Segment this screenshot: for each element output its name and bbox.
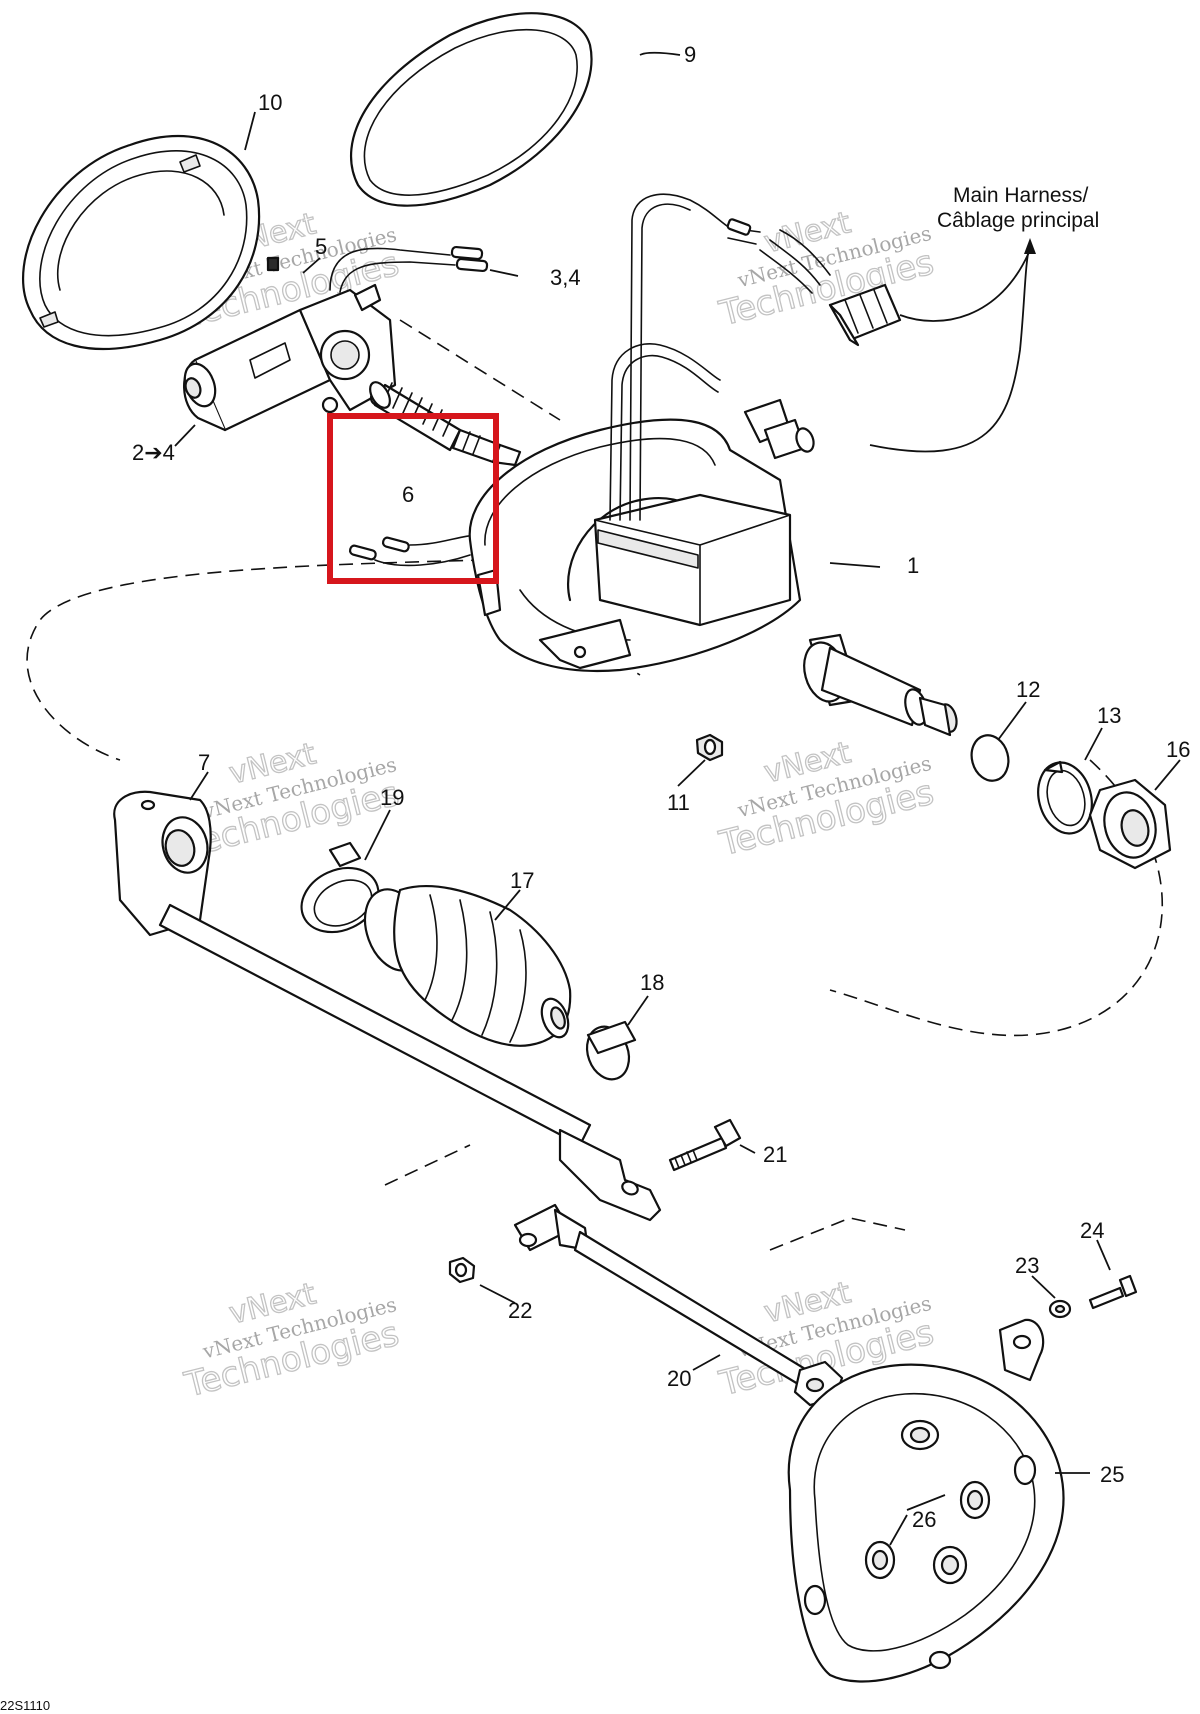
callout-10: 10 <box>258 90 282 115</box>
callout-6: 6 <box>402 482 414 507</box>
callout-1: 1 <box>907 553 919 578</box>
leader-lines <box>174 51 1181 1546</box>
assembly-loop-outline <box>26 559 1163 1037</box>
callout-12: 12 <box>1016 677 1040 702</box>
harness-leader <box>869 238 1036 453</box>
callout-22: 22 <box>508 1298 532 1323</box>
assembly-line-rod-to-bracket <box>769 1217 906 1251</box>
callout-5: 5 <box>315 234 327 259</box>
harness-note-line2: Câblage principal <box>937 209 1099 232</box>
callout-26: 26 <box>912 1507 936 1532</box>
part-13-retaining-ring <box>1037 760 1093 835</box>
harness-note-line1: Main Harness/ <box>953 184 1089 207</box>
callout-18: 18 <box>640 970 664 995</box>
part-11-nut <box>695 733 724 762</box>
part-21-bolt <box>668 1118 742 1172</box>
assembly-line-motor-to-housing <box>399 319 561 421</box>
part-19-clamp <box>300 841 380 934</box>
callout-11: 11 <box>667 790 690 815</box>
part-6-highlight-box <box>327 413 499 584</box>
callout-2-4: 2➔4 <box>132 440 175 465</box>
motor-wires <box>266 245 489 293</box>
part-12-o-ring <box>970 734 1010 782</box>
callout-23: 23 <box>1015 1253 1039 1278</box>
part-16-nut <box>1088 778 1172 870</box>
housing-connectors <box>348 534 481 567</box>
callout-25: 25 <box>1100 1462 1124 1487</box>
assembly-line-nut-to-rod <box>384 1144 471 1186</box>
callout-17: 17 <box>510 868 534 893</box>
watermark-middle-right: vNext vNext Technologies Technologies <box>714 735 938 865</box>
part-22-nut <box>448 1256 476 1284</box>
callout-9: 9 <box>684 42 696 67</box>
callout-3-4: 3,4 <box>550 265 581 290</box>
callout-21: 21 <box>763 1142 787 1167</box>
part-17-boot <box>363 884 572 1047</box>
part-10-trim-ring <box>21 135 261 351</box>
part-25-bracket <box>787 1318 1065 1683</box>
callout-13: 13 <box>1097 703 1121 728</box>
part-23-washer <box>1048 1299 1072 1319</box>
callout-24: 24 <box>1080 1218 1104 1243</box>
housing-plug-connector <box>743 398 815 460</box>
part-1-housing <box>468 193 802 673</box>
callout-19: 19 <box>380 785 404 810</box>
callout-20: 20 <box>667 1366 691 1391</box>
callout-7: 7 <box>198 750 210 775</box>
callout-16: 16 <box>1166 737 1190 762</box>
watermark-top-right: vNext vNext Technologies Technologies <box>714 205 938 335</box>
part-18-clamp <box>585 1020 637 1081</box>
part-26-bushings <box>864 1480 991 1585</box>
drawing-number: 22S1110 <box>0 1698 50 1713</box>
part-24-bolt <box>1088 1274 1138 1310</box>
part-7-rod-assembly <box>113 790 662 1222</box>
watermark-bottom-left: vNext vNext Technologies Technologies <box>180 1276 404 1406</box>
output-shaft <box>803 633 958 737</box>
part-2-4-motor <box>183 283 397 432</box>
part-9-gasket <box>349 12 593 207</box>
main-harness-connector <box>726 218 902 347</box>
